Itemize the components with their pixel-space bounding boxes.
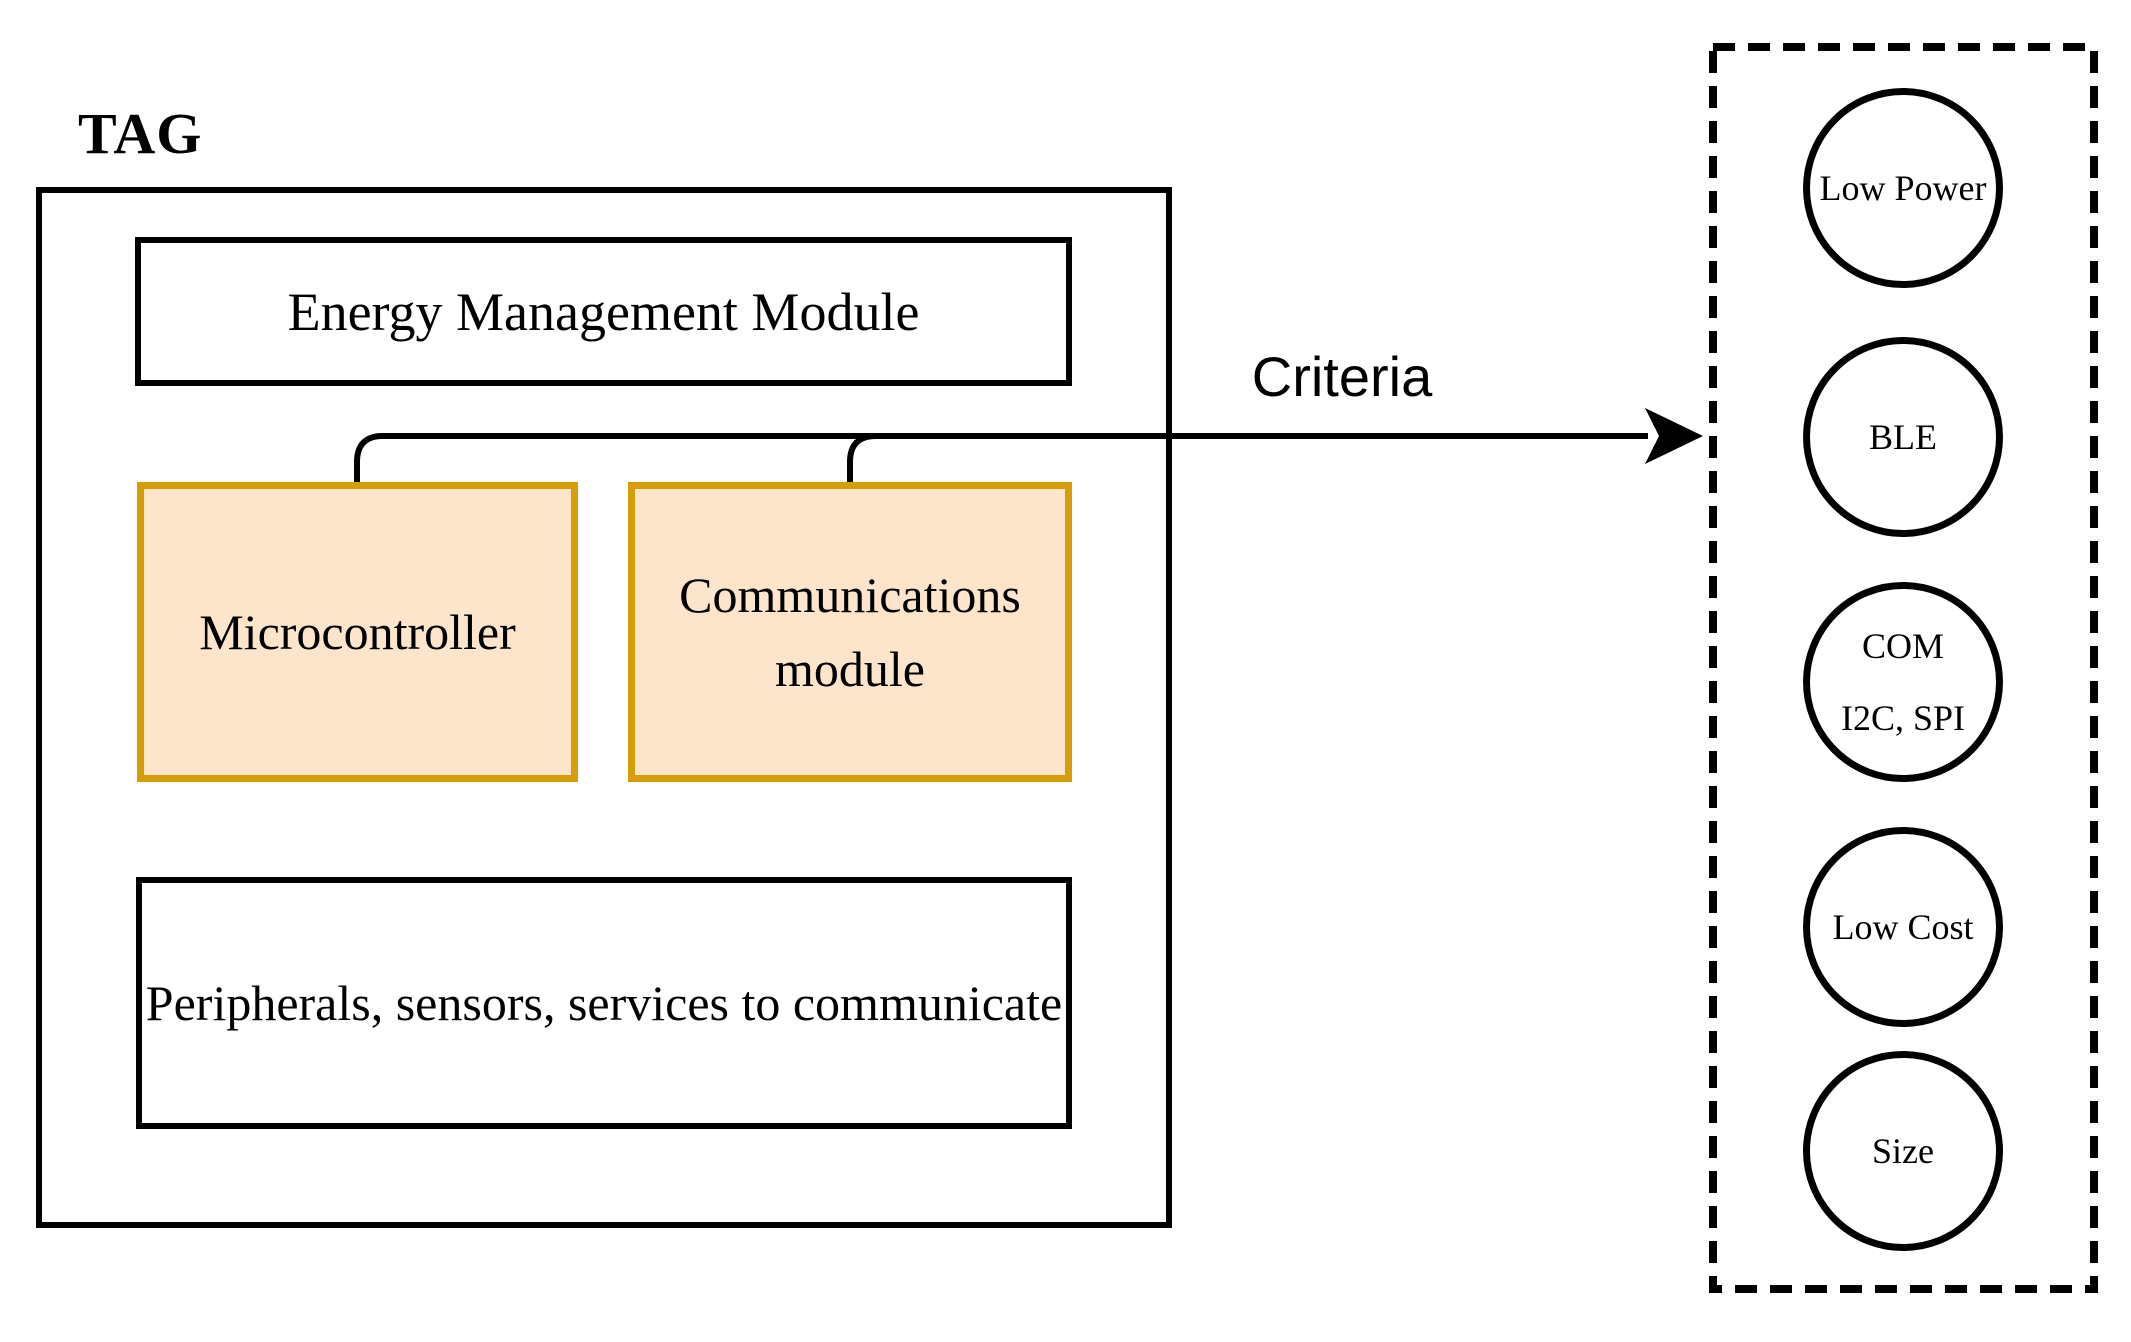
microcontroller-connector-line: [354, 433, 1648, 484]
com-label-line1: COM: [1861, 626, 1945, 666]
com-label-line2: I2C, SPI: [1840, 698, 1966, 738]
microcontroller-label: Microcontroller: [199, 604, 516, 660]
tag-outer-box: [36, 187, 1172, 1228]
criteria-circle-low-cost: Low Cost: [1803, 827, 2003, 1027]
communications-connector-line: [847, 433, 877, 486]
ble-label: BLE: [1869, 417, 1937, 457]
communications-module-box: Communications module: [628, 482, 1072, 782]
communications-label-line2: module: [775, 641, 925, 697]
low-power-label: Low Power: [1819, 168, 1987, 208]
energy-management-module-box: Energy Management Module: [135, 237, 1072, 386]
criteria-circle-com: COM I2C, SPI: [1803, 582, 2003, 782]
microcontroller-box: Microcontroller: [137, 482, 578, 782]
peripherals-label: Peripherals, sensors, services to commun…: [145, 975, 1063, 1031]
criteria-dashed-border: [1709, 43, 2098, 1293]
criteria-circle-size: Size: [1803, 1051, 2003, 1251]
communications-label-line1: Communications: [679, 567, 1021, 623]
criteria-arrow-label: Criteria: [1251, 345, 1433, 408]
low-cost-label: Low Cost: [1832, 907, 1974, 947]
size-label: Size: [1872, 1131, 1934, 1171]
criteria-circle-low-power: Low Power: [1803, 88, 2003, 288]
tag-title: TAG: [78, 101, 203, 166]
energy-management-module-label: Energy Management Module: [287, 281, 920, 342]
arrowhead-icon: [1645, 408, 1703, 464]
criteria-circle-ble: BLE: [1803, 337, 2003, 537]
peripherals-box: Peripherals, sensors, services to commun…: [136, 877, 1072, 1129]
